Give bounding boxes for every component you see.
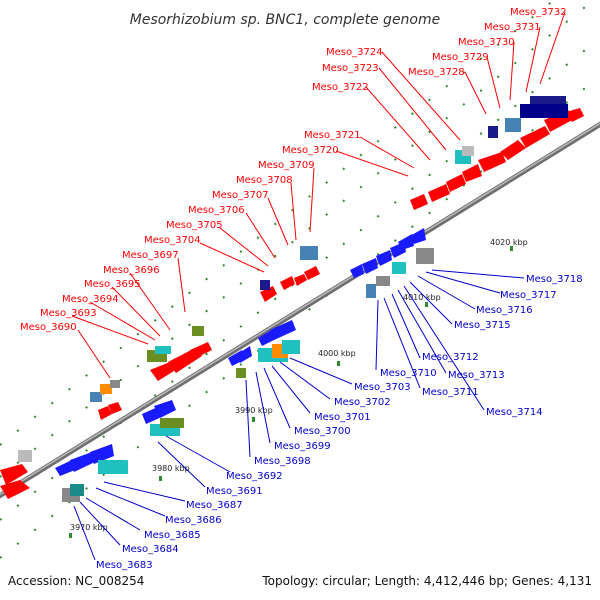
feature-boxes	[18, 96, 568, 502]
reverse-genes	[55, 228, 426, 476]
gene-label[interactable]: Meso_3732	[510, 7, 567, 18]
gene-label[interactable]: Meso_3702	[334, 397, 391, 408]
gene-label[interactable]: Meso_3728	[408, 67, 465, 78]
gene-label[interactable]: Meso_3720	[282, 145, 339, 156]
gene-label[interactable]: Meso_3693	[40, 308, 97, 319]
tick-row-outer-2	[0, 0, 556, 446]
gene-label[interactable]: Meso_3692	[226, 471, 283, 482]
map-title: Mesorhizobium sp. BNC1, complete genome	[130, 12, 441, 28]
gene-label[interactable]: Meso_3685	[144, 530, 201, 541]
gene-label[interactable]: Meso_3706	[188, 205, 245, 216]
gene-label[interactable]: Meso_3715	[454, 320, 511, 331]
scale-ticks	[69, 246, 513, 538]
tick-label-4020: 4020 kbp	[490, 238, 528, 247]
gene-label[interactable]: Meso_3711	[422, 387, 479, 398]
tick-label-4000: 4000 kbp	[318, 349, 356, 358]
gene-label[interactable]: Meso_3698	[254, 456, 311, 467]
upper-label-group: Meso_3690 Meso_3693 Meso_3694 Meso_3695 …	[20, 7, 567, 333]
gene-label[interactable]: Meso_3696	[103, 265, 160, 276]
tick-label-4010: 4010 kbp	[403, 293, 441, 302]
gene-label[interactable]: Meso_3716	[476, 305, 533, 316]
leader-lines-forward	[71, 11, 566, 379]
gene-label[interactable]: Meso_3723	[322, 63, 379, 74]
leader-lines-reverse	[73, 269, 525, 561]
gene-label[interactable]: Meso_3710	[380, 368, 437, 379]
tick-label-3970: 3970 kbp	[70, 523, 108, 532]
gene-label[interactable]: Meso_3708	[236, 175, 293, 186]
gene-label[interactable]: Meso_3731	[484, 22, 541, 33]
forward-genes	[0, 108, 584, 499]
gene-label[interactable]: Meso_3704	[144, 235, 201, 246]
gene-label[interactable]: Meso_3697	[122, 250, 179, 261]
gene-label[interactable]: Meso_3730	[458, 37, 515, 48]
gene-label[interactable]: Meso_3694	[62, 294, 119, 305]
gene-label[interactable]: Meso_3707	[212, 190, 269, 201]
gene-label[interactable]: Meso_3713	[448, 370, 505, 381]
gene-label[interactable]: Meso_3705	[166, 220, 223, 231]
gene-label[interactable]: Meso_3718	[526, 274, 583, 285]
gene-label[interactable]: Meso_3686	[165, 515, 222, 526]
gene-label[interactable]: Meso_3699	[274, 441, 331, 452]
gene-label[interactable]: Meso_3709	[258, 160, 315, 171]
gene-label[interactable]: Meso_3717	[500, 290, 557, 301]
tick-label-3980: 3980 kbp	[152, 464, 190, 473]
gene-label[interactable]: Meso_3690	[20, 322, 77, 333]
gene-label[interactable]: Meso_3701	[314, 412, 371, 423]
gene-label[interactable]: Meso_3712	[422, 352, 479, 363]
gene-label[interactable]: Meso_3700	[294, 426, 351, 437]
accession-label: Accession: NC_008254	[8, 574, 144, 588]
genome-backbone	[0, 121, 600, 499]
gene-label[interactable]: Meso_3683	[96, 560, 153, 571]
gene-label[interactable]: Meso_3722	[312, 82, 369, 93]
gene-label[interactable]: Meso_3703	[354, 382, 411, 393]
gene-label[interactable]: Meso_3687	[186, 500, 243, 511]
gene-label[interactable]: Meso_3724	[326, 47, 383, 58]
gene-label[interactable]: Meso_3721	[304, 130, 361, 141]
lower-label-group: Meso_3683 Meso_3684 Meso_3685 Meso_3686 …	[96, 274, 583, 571]
gene-label[interactable]: Meso_3729	[432, 52, 489, 63]
gene-label[interactable]: Meso_3714	[486, 407, 543, 418]
tick-label-3990: 3990 kbp	[235, 406, 273, 415]
gene-label[interactable]: Meso_3691	[206, 486, 263, 497]
gene-label[interactable]: Meso_3695	[84, 279, 141, 290]
gene-label[interactable]: Meso_3684	[122, 544, 179, 555]
genome-summary: Topology: circular; Length: 4,412,446 bp…	[261, 574, 592, 588]
